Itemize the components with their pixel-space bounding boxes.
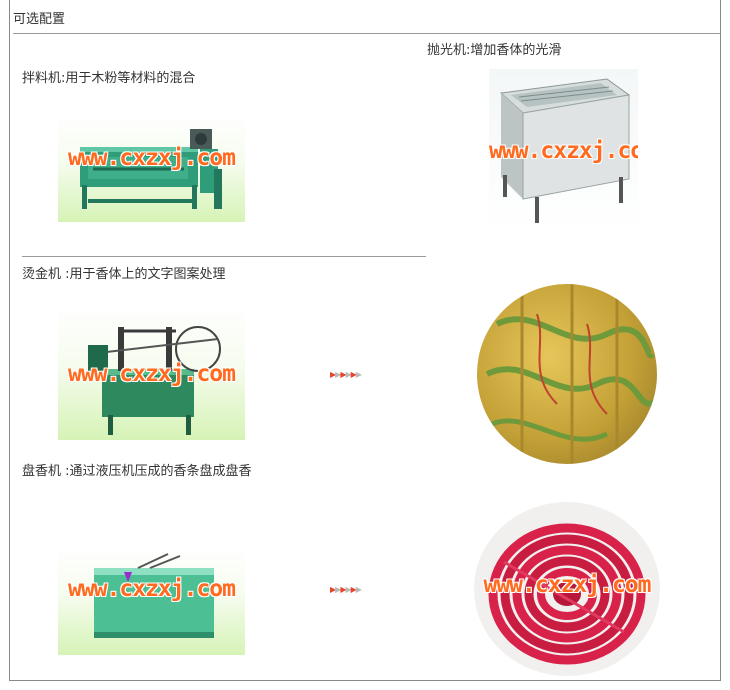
watermark-text: www.cxzxj.com	[67, 361, 236, 387]
gilding-label: 烫金机 :用于香体上的文字图案处理	[22, 267, 226, 282]
middle-divider	[22, 256, 426, 257]
polisher-label: 抛光机:增加香体的光滑	[427, 43, 562, 58]
coil-machine-label: 盘香机 :通过液压机压成的香条盘成盘香	[22, 464, 252, 479]
gilding-machine-icon	[88, 326, 221, 435]
mixer-machine-icon	[80, 129, 222, 209]
mixer-machine-image: www.cxzxj.com	[58, 113, 245, 222]
gilding-machine-image: www.cxzxj.com	[58, 305, 245, 440]
polishing-machine-image: www.cxzxj.com	[489, 69, 638, 232]
watermark-text: www.cxzxj.com	[67, 145, 236, 171]
watermark-text: www.cxzxj.com	[483, 572, 651, 598]
arrow-indicator: ▶▶▶▶▶▶	[330, 585, 362, 594]
top-divider	[13, 33, 720, 34]
red-coil-incense-icon	[488, 523, 646, 665]
section-title: 可选配置	[13, 12, 66, 27]
watermark-text: www.cxzxj.com	[67, 576, 236, 602]
coil-incense-machine-icon	[94, 553, 214, 638]
red-coil-incense-photo: www.cxzxj.com	[474, 502, 660, 676]
mixer-label: 拌料机:用于木粉等材料的混合	[22, 71, 196, 86]
polishing-machine-icon	[499, 78, 631, 223]
gold-dragon-incense-photo	[477, 284, 657, 464]
coil-incense-machine-image: www.cxzxj.com	[58, 546, 245, 655]
gold-dragon-incense-icon	[485, 284, 657, 464]
optional-config-panel: 可选配置 拌料机:用于木粉等材料的混合 www.cxzxj.com 抛光机:增加…	[9, 0, 721, 681]
arrow-indicator: ▶▶▶▶▶▶	[330, 370, 362, 379]
watermark-text: www.cxzxj.com	[489, 138, 638, 164]
